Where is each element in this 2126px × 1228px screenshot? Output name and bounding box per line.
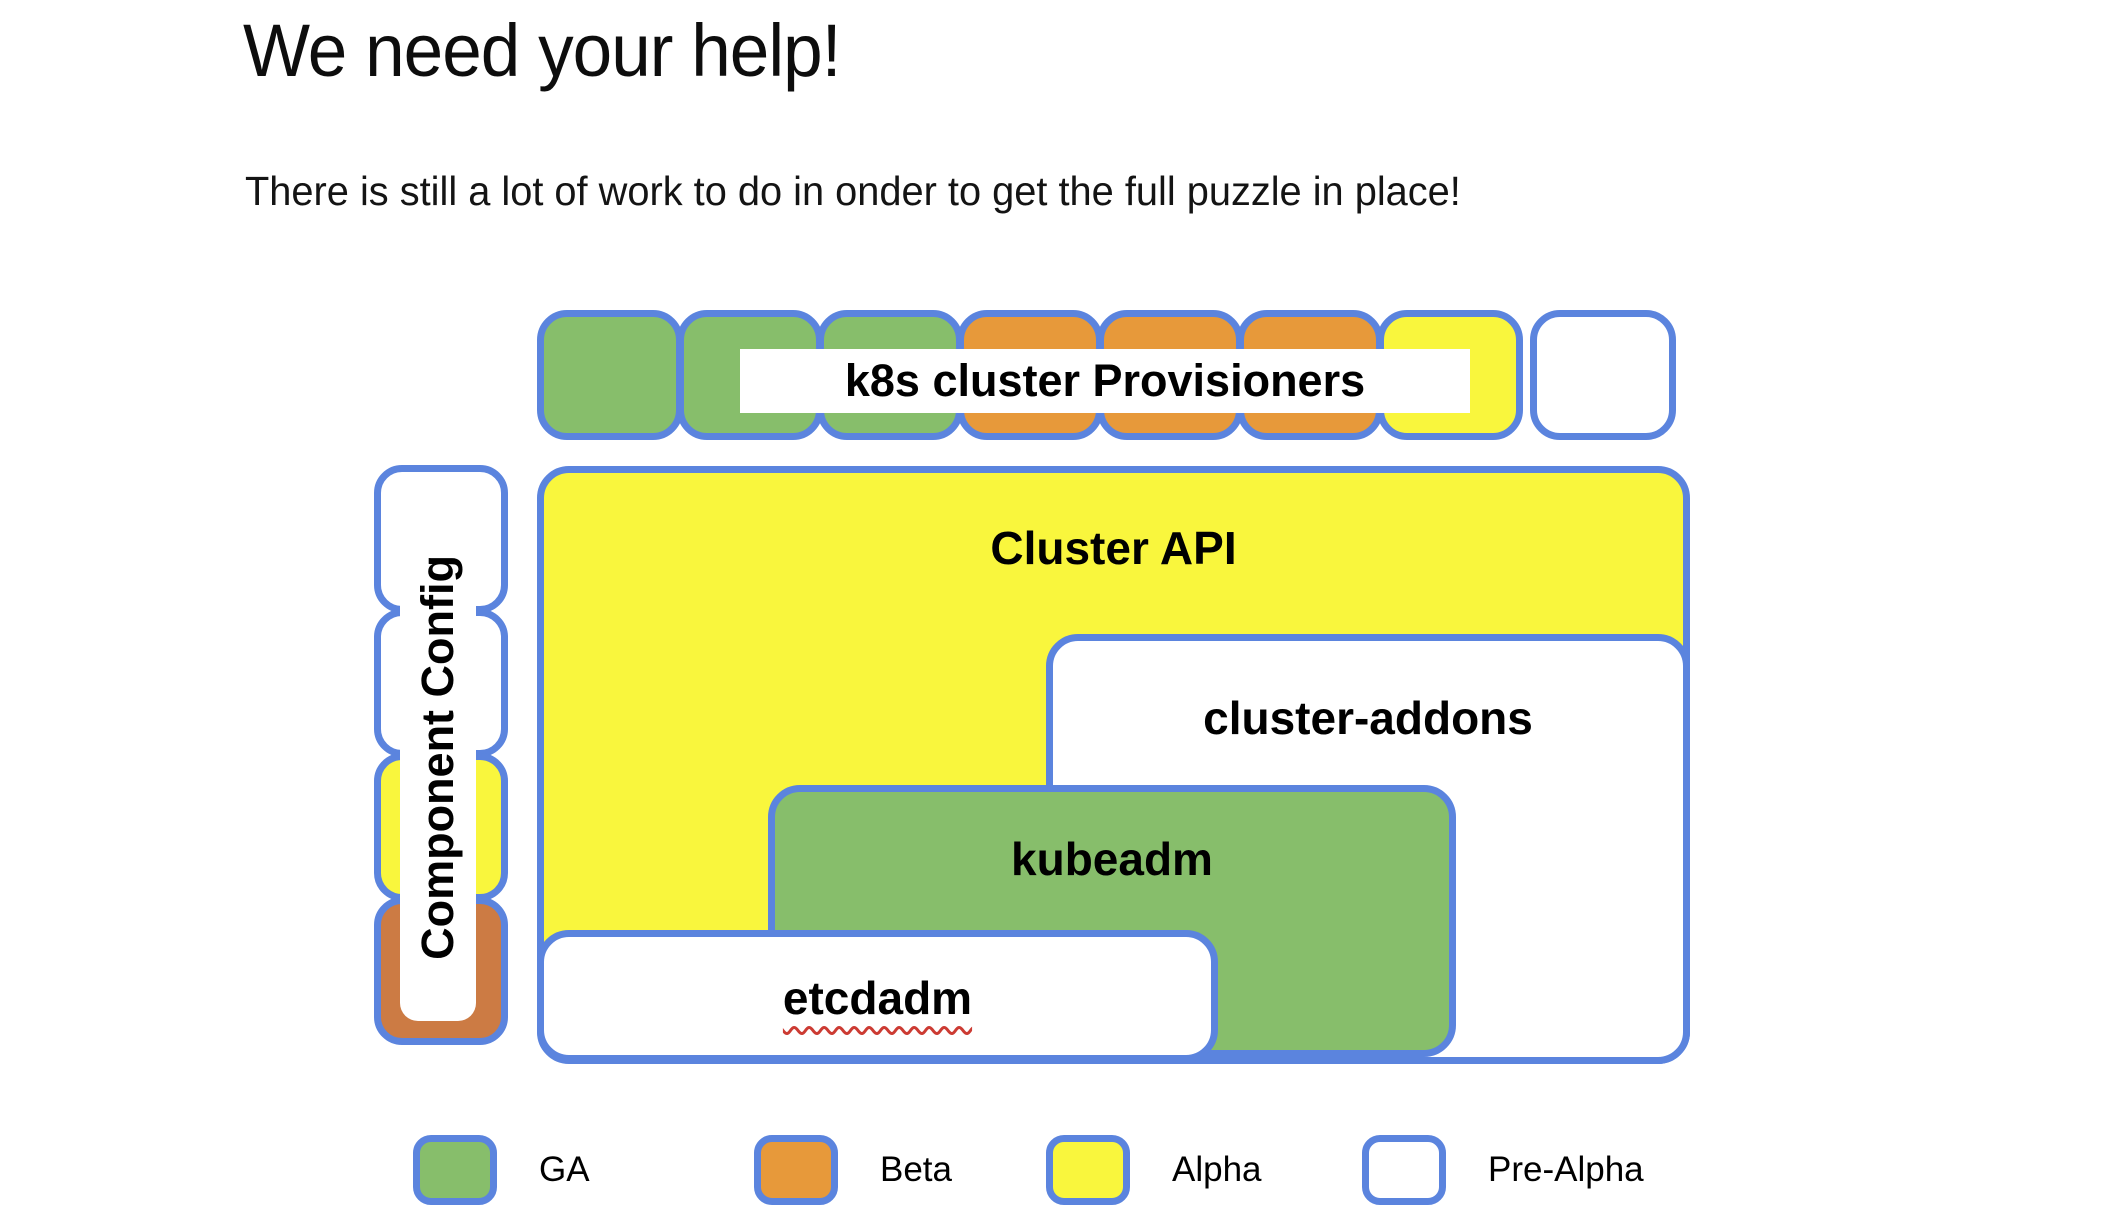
legend-item-ga: GA xyxy=(413,1135,590,1205)
legend-swatch-ga xyxy=(413,1135,497,1205)
legend-label-pre-alpha: Pre-Alpha xyxy=(1488,1150,1644,1189)
puzzle-piece-provisioner-1 xyxy=(537,310,683,440)
legend-item-alpha: Alpha xyxy=(1046,1135,1262,1205)
legend-swatch-pre-alpha xyxy=(1362,1135,1446,1205)
puzzle-piece-provisioner-8 xyxy=(1530,310,1676,440)
legend-swatch-beta xyxy=(754,1135,838,1205)
cluster-addons-label: cluster-addons xyxy=(1203,692,1533,744)
etcdadm-label: etcdadm xyxy=(782,972,973,1024)
legend-item-beta: Beta xyxy=(754,1135,952,1205)
kubeadm-label: kubeadm xyxy=(1011,833,1213,885)
cluster-api-label: Cluster API xyxy=(990,522,1237,574)
legend-item-pre-alpha: Pre-Alpha xyxy=(1362,1135,1644,1205)
component-config-label: Component Config xyxy=(412,555,463,960)
etcdadm-box: etcdadm xyxy=(537,930,1218,1062)
component-config-label-strip: Component Config xyxy=(400,494,476,1021)
legend-swatch-alpha xyxy=(1046,1135,1130,1205)
legend-label-beta: Beta xyxy=(880,1150,952,1189)
page-title: We need your help! xyxy=(243,9,841,92)
provisioners-label: k8s cluster Provisioners xyxy=(844,355,1366,406)
legend-label-alpha: Alpha xyxy=(1172,1150,1262,1189)
page-subtitle: There is still a lot of work to do in on… xyxy=(245,168,1461,214)
provisioners-label-strip: k8s cluster Provisioners xyxy=(740,349,1470,413)
legend-label-ga: GA xyxy=(539,1150,590,1189)
